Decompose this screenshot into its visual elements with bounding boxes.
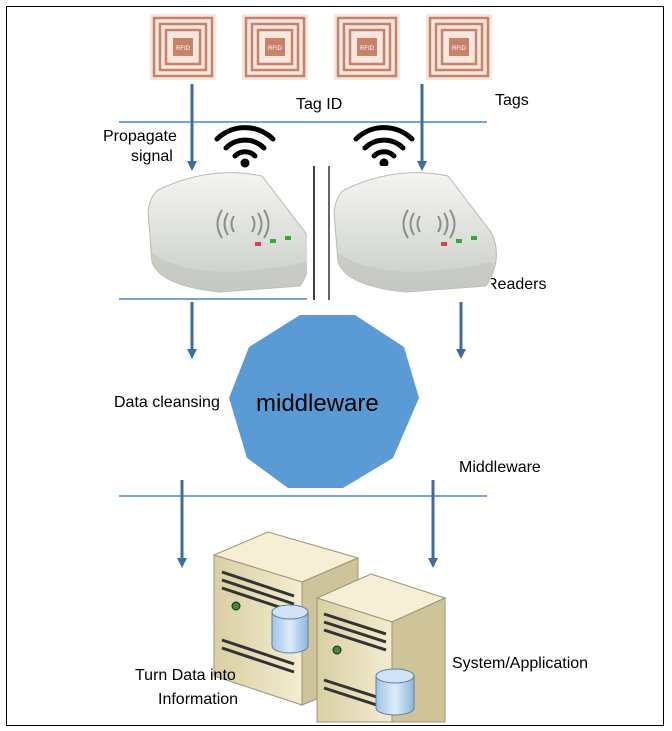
rfid-tag-1: RFID: [150, 14, 216, 80]
middleware-layer-label: Middleware: [459, 459, 541, 476]
wifi-signal-icon: [353, 125, 415, 168]
signal-label: signal: [131, 148, 173, 165]
readers-label: Readers: [491, 276, 547, 293]
tag-logo: RFID: [176, 46, 191, 52]
middleware-title: middleware: [256, 390, 379, 417]
turn-data-label: Turn Data into: [135, 667, 236, 684]
information-label: Information: [158, 691, 239, 708]
tag-logo: RFID: [360, 46, 375, 52]
propagate-label: Propagate: [103, 128, 177, 145]
rfid-tag-2: RFID: [242, 14, 308, 80]
tag-logo: RFID: [268, 46, 283, 52]
tags-label: Tags: [495, 92, 529, 109]
tag-id-label: Tag ID: [296, 96, 343, 113]
data-cleansing-label: Data cleansing: [114, 394, 220, 411]
system-application-label: System/Application: [452, 655, 589, 672]
rfid-tag-4: RFID: [426, 14, 492, 80]
tag-logo: RFID: [452, 46, 467, 52]
server-icon: [315, 573, 447, 723]
diagram-frame: [6, 6, 664, 726]
middleware-octagon: [229, 315, 419, 488]
rfid-tag-3: RFID: [334, 14, 400, 80]
wifi-signal-icon: [214, 125, 276, 168]
rfid-reader-1: [147, 172, 311, 293]
rfid-reader-2: [333, 172, 497, 293]
